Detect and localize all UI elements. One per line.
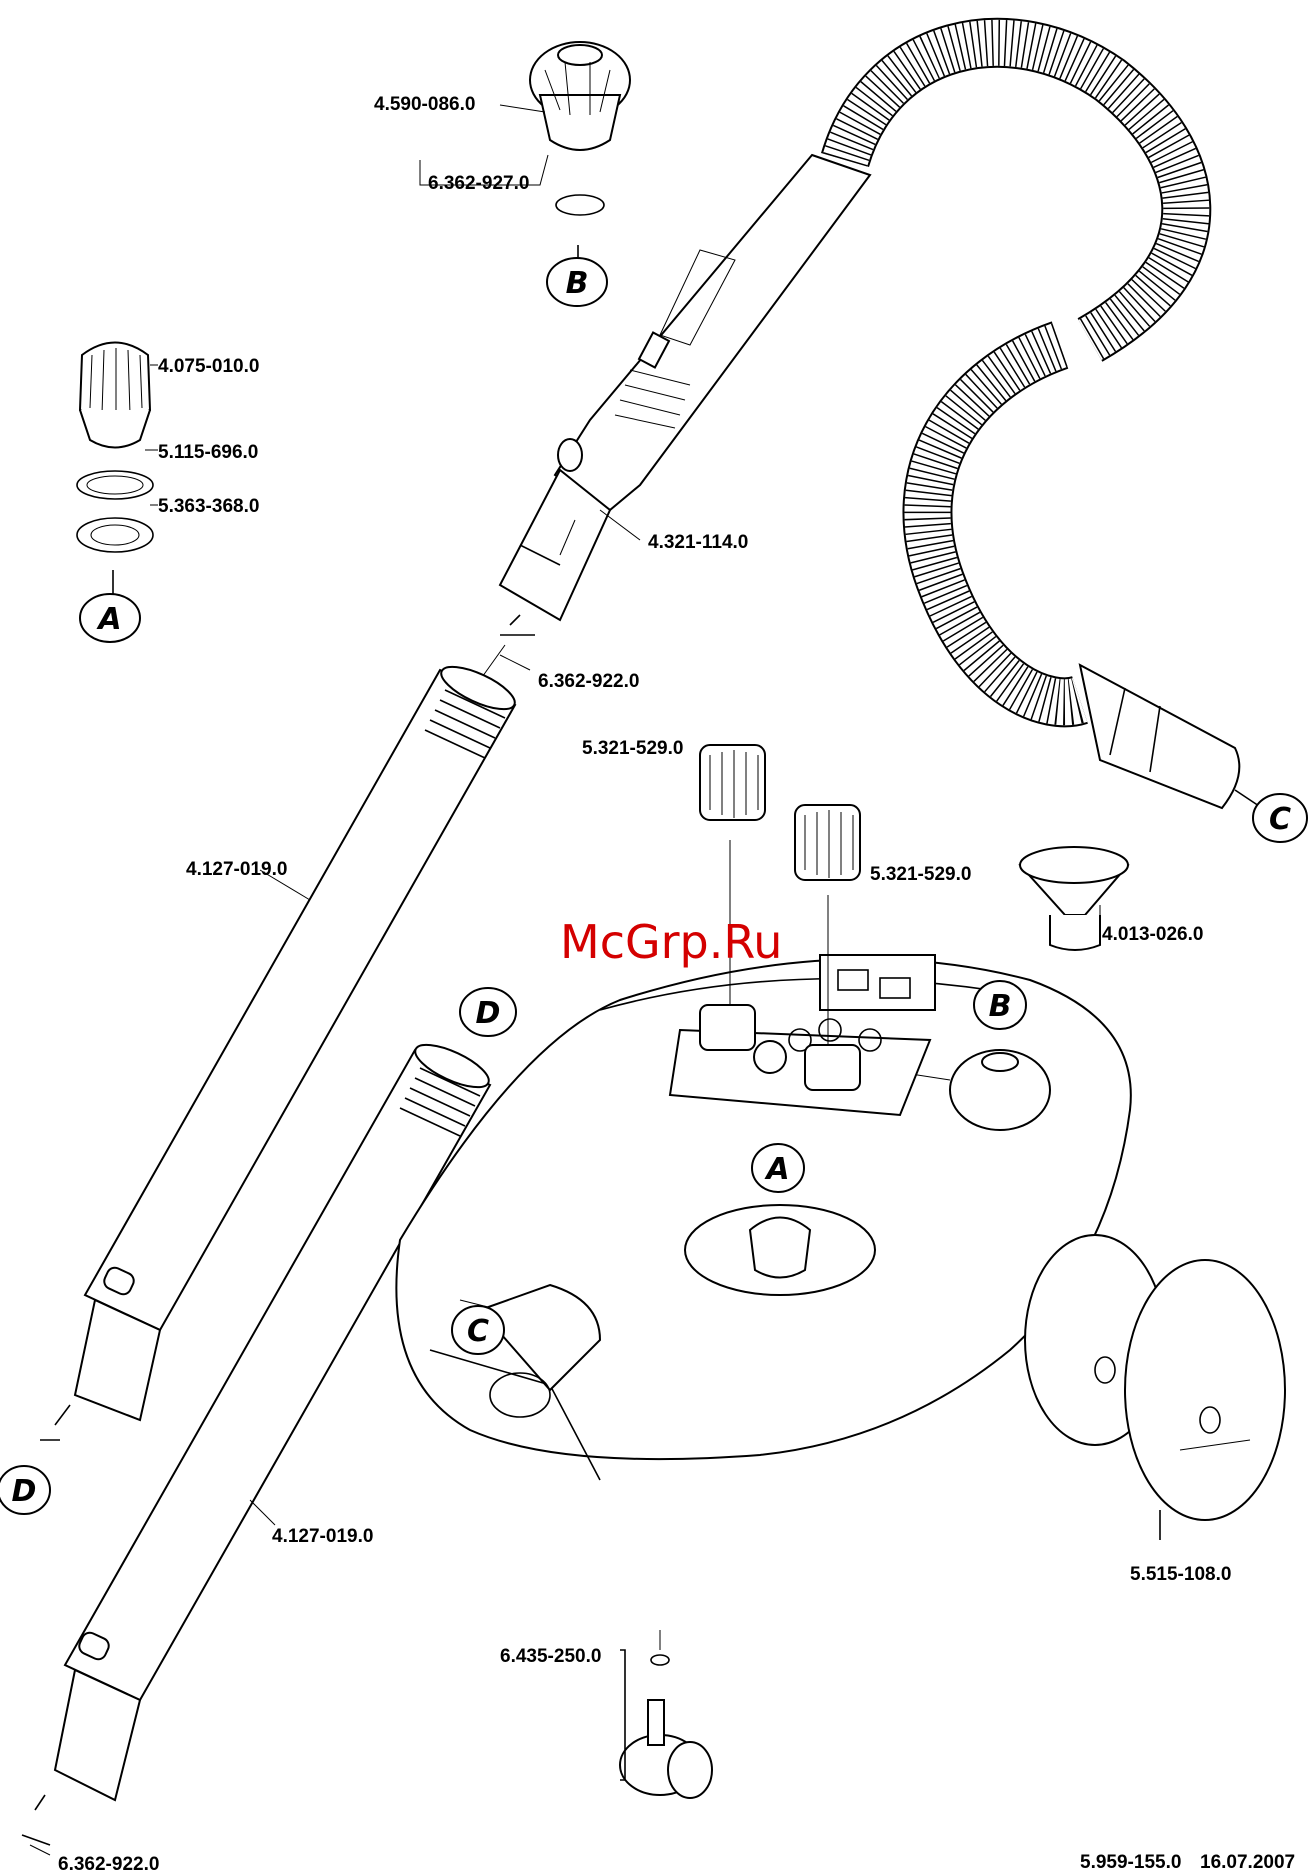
marker-c-label: C: [1269, 802, 1291, 837]
marker-b-base-label: B: [989, 989, 1012, 1024]
marker-b-label: B: [566, 266, 589, 301]
label-ring-1: 5.115-696.0: [158, 442, 258, 463]
label-wheel: 5.515-108.0: [1130, 1564, 1231, 1585]
label-funnel: 4.013-026.0: [1102, 924, 1203, 945]
steam-hand-gun: [480, 155, 870, 680]
marker-d-bottom-label: D: [12, 1474, 37, 1509]
label-knob-2: 5.321-529.0: [870, 864, 971, 885]
label-tube-2: 4.127-019.0: [272, 1526, 373, 1547]
label-o-ring-tube: 6.362-922.0: [58, 1854, 159, 1875]
marker-d-tube: D: [460, 988, 516, 1036]
marker-c-right: C: [1253, 794, 1307, 842]
label-cap-valve-knob: 4.590-086.0: [374, 94, 475, 115]
label-hand-gun: 4.321-114.0: [648, 532, 748, 553]
marker-c-base-label: C: [467, 1314, 489, 1349]
footer-doc-id: 5.959-155.0: [1080, 1852, 1181, 1873]
marker-d-bottom: D: [0, 1466, 50, 1514]
marker-c-base: C: [452, 1306, 504, 1354]
marker-b-top: B: [547, 258, 607, 306]
marker-d-label: D: [476, 996, 501, 1031]
marker-a-base-label: A: [764, 1152, 789, 1187]
marker-b-base: B: [974, 981, 1026, 1029]
label-knob-1: 5.321-529.0: [582, 738, 683, 759]
label-o-ring-gun: 6.362-922.0: [538, 671, 639, 692]
steam-cleaner-base: [396, 955, 1285, 1798]
watermark-text: McGrp.Ru: [560, 915, 782, 969]
label-o-ring-b: 6.362-927.0: [428, 173, 529, 194]
label-tube-1: 4.127-019.0: [186, 859, 287, 880]
safety-cap: [77, 343, 153, 596]
label-castor: 6.435-250.0: [500, 1646, 601, 1667]
marker-a-label: A: [96, 602, 121, 637]
marker-a-left: A: [80, 594, 140, 642]
steam-hose: [845, 43, 1268, 812]
label-safety-cap: 4.075-010.0: [158, 356, 259, 377]
marker-a-base: A: [752, 1144, 804, 1192]
footer-date: 16.07.2007: [1200, 1852, 1295, 1873]
steam-valve-knob: [530, 42, 630, 262]
label-ring-2: 5.363-368.0: [158, 496, 259, 517]
